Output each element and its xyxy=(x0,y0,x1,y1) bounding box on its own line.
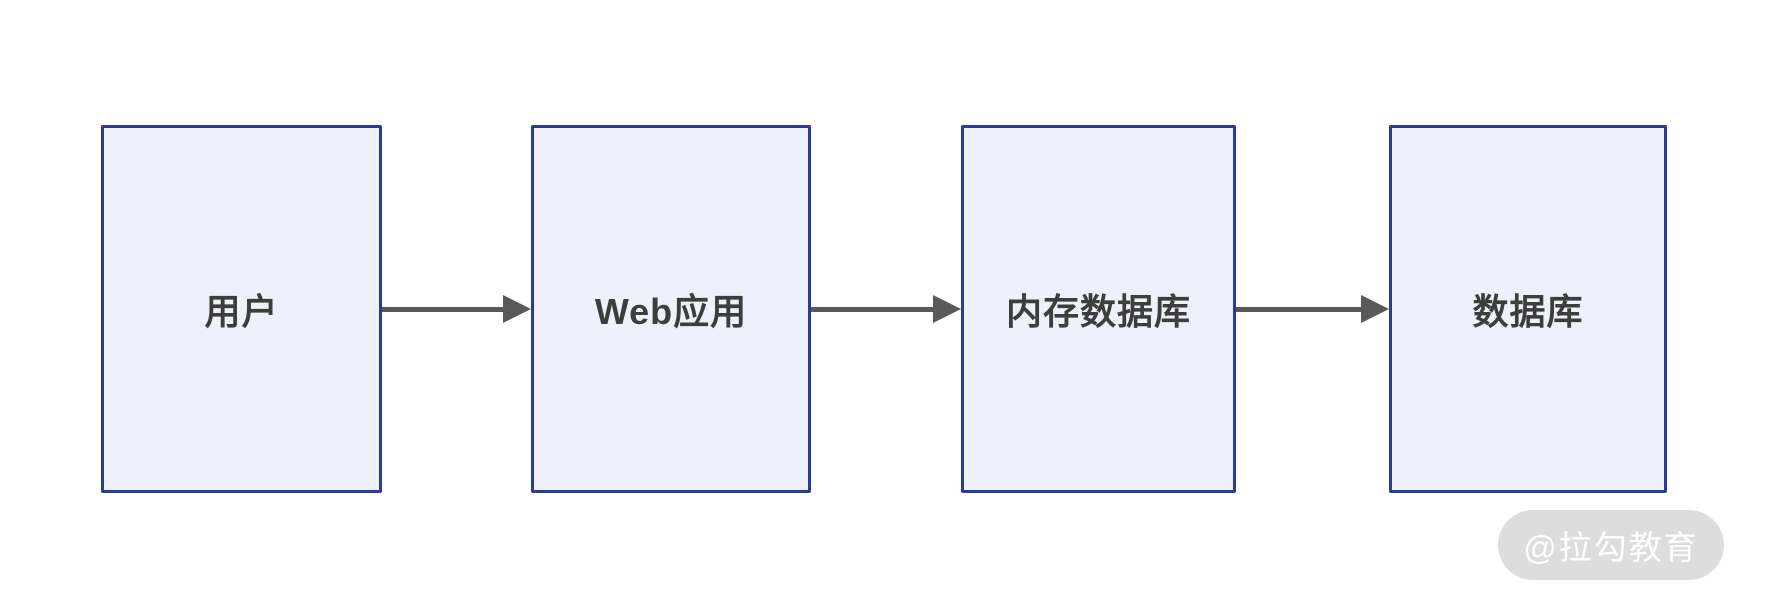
node-user: 用户 xyxy=(101,125,382,493)
arrow-head-icon xyxy=(503,295,531,323)
arrow-shaft xyxy=(382,306,503,312)
watermark-badge: @拉勾教育 xyxy=(1498,510,1724,580)
node-memory-db-label: 内存数据库 xyxy=(1005,291,1191,332)
node-database: 数据库 xyxy=(1389,125,1667,493)
arrow-head-icon xyxy=(1361,295,1389,323)
node-web-app-label: Web应用 xyxy=(594,291,748,332)
arrow-shaft xyxy=(811,306,933,312)
node-web-app: Web应用 xyxy=(531,125,811,493)
arrow-memorydb-to-database xyxy=(1236,295,1389,323)
arrow-shaft xyxy=(1236,306,1361,312)
arrow-user-to-webapp xyxy=(382,295,531,323)
arrow-webapp-to-memorydb xyxy=(811,295,961,323)
arrow-head-icon xyxy=(933,295,961,323)
node-memory-db: 内存数据库 xyxy=(961,125,1236,493)
watermark-label: @拉勾教育 xyxy=(1523,529,1699,566)
node-database-label: 数据库 xyxy=(1472,291,1584,332)
node-user-label: 用户 xyxy=(204,291,279,332)
